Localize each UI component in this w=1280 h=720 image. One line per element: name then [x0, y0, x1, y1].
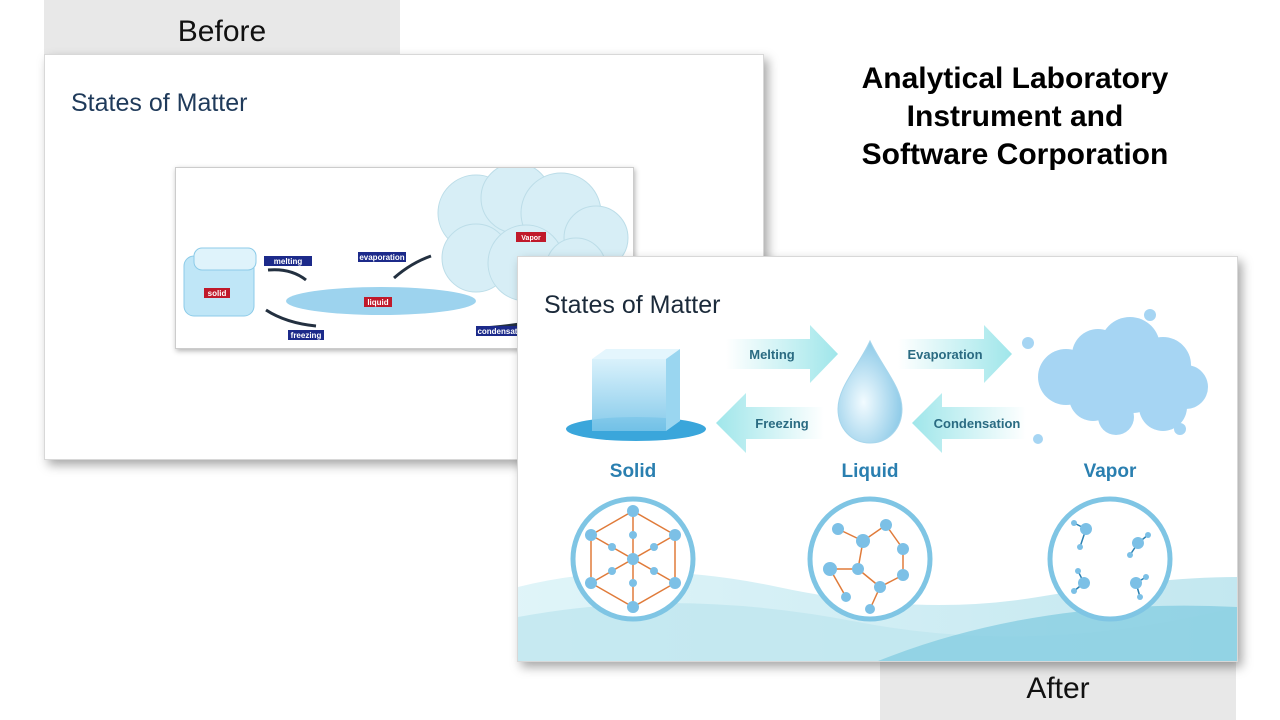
evaporation-label: Evaporation [907, 347, 982, 362]
melting-arrow: Melting [726, 325, 838, 383]
ice-cube-icon [566, 349, 706, 441]
after-slide-title: States of Matter [544, 291, 721, 319]
vapor-bubbles-icon [1022, 309, 1208, 444]
ice-cube-illustration [183, 247, 257, 317]
water-drop-icon [837, 339, 903, 444]
freezing-label: freezing [291, 331, 322, 340]
freezing-label: Freezing [755, 416, 809, 431]
liquid-molecule-diagram [807, 496, 933, 622]
company-line-2: Instrument and [906, 100, 1124, 133]
evaporation-label: evaporation [359, 253, 404, 262]
wave-background [518, 572, 1237, 661]
solid-molecule-diagram [570, 496, 696, 622]
before-tag: Before [44, 0, 400, 54]
company-line-1: Analytical Laboratory [861, 62, 1169, 95]
after-slide: Melting Evaporation Freezing Condensatio… [517, 256, 1238, 662]
condensation-arrow: Condensation [912, 393, 1026, 453]
freezing-arrow [265, 308, 317, 328]
state-label-liquid: Liquid [842, 461, 899, 482]
company-line-3: Software Corporation [861, 138, 1169, 171]
freezing-arrow: Freezing [716, 393, 824, 453]
vapor-molecule-diagram [1047, 496, 1173, 622]
evaporation-arrow: Evaporation [898, 325, 1012, 383]
state-label-solid: Solid [610, 461, 656, 482]
company-heading: Analytical Laboratory Instrument and Sof… [820, 60, 1210, 174]
solid-label: solid [208, 289, 227, 298]
liquid-label: liquid [367, 298, 388, 307]
melting-label: Melting [749, 347, 795, 362]
state-label-vapor: Vapor [1084, 461, 1137, 482]
condensation-label: Condensation [934, 416, 1021, 431]
melting-arrow [267, 268, 307, 282]
before-slide-title: States of Matter [71, 89, 248, 117]
evaporation-arrow [393, 254, 432, 280]
vapor-label: Vapor [521, 235, 541, 242]
condensation-label: condensatio [477, 327, 524, 336]
after-tag: After [880, 660, 1236, 720]
melting-label: melting [274, 257, 303, 266]
